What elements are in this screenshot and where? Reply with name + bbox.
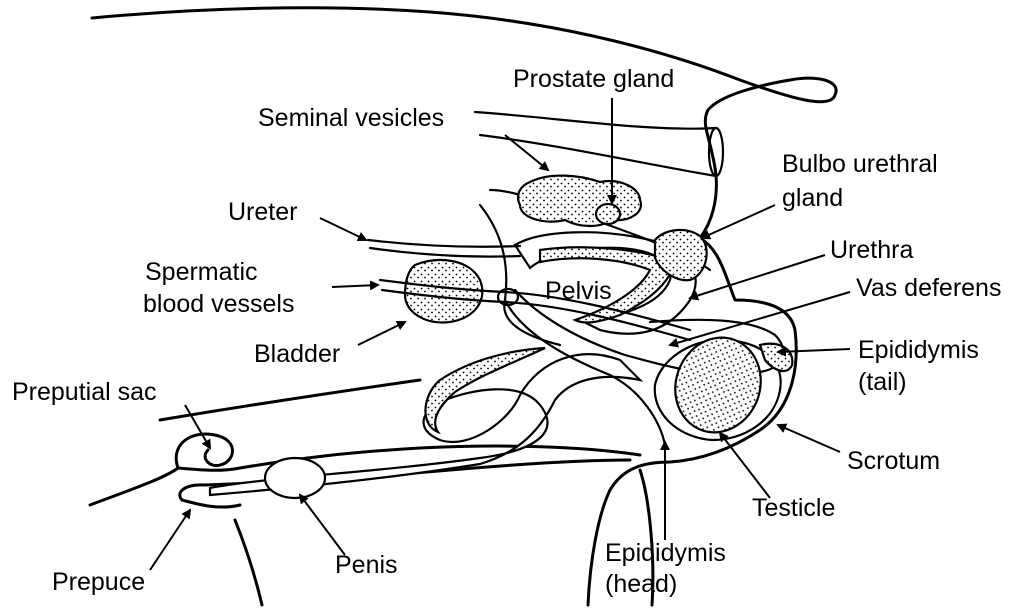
label-epididymis-head-line1: Epididymis bbox=[605, 539, 726, 567]
label-epididymis-tail-line1: Epididymis bbox=[858, 336, 979, 364]
penis-arrow bbox=[300, 495, 345, 555]
scrotum-arrow bbox=[778, 425, 840, 452]
label-urethra: Urethra bbox=[830, 236, 913, 264]
label-pelvis: Pelvis bbox=[545, 277, 612, 305]
label-scrotum: Scrotum bbox=[847, 447, 940, 475]
bladder bbox=[405, 260, 482, 322]
label-epididymis-tail-line2: (tail) bbox=[858, 368, 907, 396]
label-prepuce: Prepuce bbox=[52, 568, 145, 596]
penis-bulb bbox=[265, 458, 325, 498]
urethra-arrow bbox=[690, 255, 825, 298]
label-preputial-sac: Preputial sac bbox=[12, 378, 157, 406]
label-bladder: Bladder bbox=[254, 340, 340, 368]
vas-deferens-arrow bbox=[670, 292, 850, 345]
bladder-arrow bbox=[358, 322, 405, 345]
belly-outline bbox=[160, 380, 420, 420]
label-penis: Penis bbox=[335, 551, 398, 579]
seminal-vesicles-arrow bbox=[505, 135, 548, 170]
ureter-arrow bbox=[320, 218, 366, 240]
ureter-line bbox=[368, 240, 520, 247]
label-prostate-gland: Prostate gland bbox=[513, 65, 674, 93]
label-spermatic-line1: Spermatic bbox=[145, 258, 258, 286]
label-spermatic-line2: blood vessels bbox=[143, 290, 294, 318]
label-ureter: Ureter bbox=[228, 198, 297, 226]
label-vas-deferens: Vas deferens bbox=[856, 274, 1001, 302]
prepuce-outline bbox=[178, 446, 640, 507]
label-epididymis-head-line2: (head) bbox=[605, 570, 677, 598]
back-outline bbox=[92, 8, 836, 238]
spermatic-arrow bbox=[332, 285, 378, 287]
label-bulbo-urethral-line1: Bulbo urethral bbox=[782, 150, 938, 178]
testicle-arrow bbox=[720, 433, 770, 498]
prostate-gland bbox=[596, 204, 620, 224]
seminal-vesicles bbox=[518, 176, 641, 226]
epididymis-tail bbox=[760, 344, 792, 371]
label-seminal-vesicles: Seminal vesicles bbox=[258, 104, 444, 132]
prepuce-arrow bbox=[150, 510, 190, 570]
label-bulbo-urethral-line2: gland bbox=[782, 184, 843, 212]
label-testicle: Testicle bbox=[752, 494, 835, 522]
